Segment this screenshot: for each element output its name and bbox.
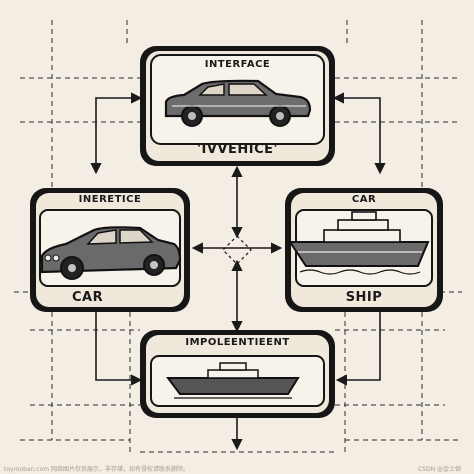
box-inerefice-car: [30, 188, 190, 312]
box-implementation: [140, 330, 335, 418]
watermark-left: toymoban.com 网络图片仅供展示，非存储，如有侵权请联系删除。: [4, 466, 190, 473]
implementation-title: IMPOLEENTIEENT: [185, 337, 290, 348]
car-icon: [164, 79, 312, 127]
right-box-title: CAR: [351, 194, 377, 205]
center-diamond: [222, 235, 252, 265]
interface-subtitle: 'IVVEHICE': [197, 142, 278, 157]
left-box-subtitle: CAR: [72, 290, 104, 305]
ship-icon: [166, 362, 300, 399]
left-box-title: INERETICE: [78, 194, 142, 205]
car-icon: [40, 226, 182, 280]
ship-icon: [288, 211, 430, 275]
box-car-ship: [285, 188, 443, 312]
box-interface: [140, 46, 335, 166]
connector-arrows: [90, 92, 386, 451]
right-box-subtitle: SHIP: [345, 290, 383, 305]
watermark-right: CSDN @金士顿: [418, 466, 462, 473]
interface-title: INTERFACE: [204, 59, 271, 70]
